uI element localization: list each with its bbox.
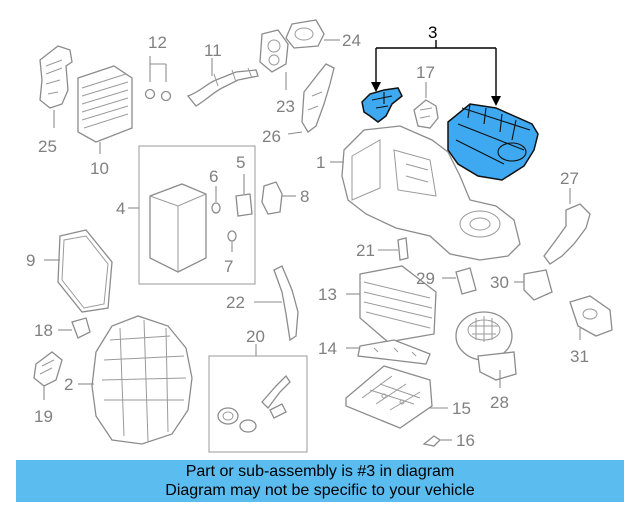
part-13[interactable] bbox=[346, 265, 437, 343]
part-4[interactable] bbox=[149, 183, 207, 273]
callout-31: 31 bbox=[570, 347, 589, 366]
part-28[interactable] bbox=[455, 311, 517, 388]
part-25[interactable] bbox=[39, 45, 73, 128]
callout-8: 8 bbox=[300, 187, 309, 206]
part-10[interactable] bbox=[77, 65, 133, 154]
callout-15: 15 bbox=[452, 399, 471, 418]
callout-28: 28 bbox=[490, 393, 509, 412]
part-3-flap[interactable] bbox=[361, 87, 403, 123]
callout-13: 13 bbox=[318, 285, 337, 304]
part-9[interactable] bbox=[44, 229, 113, 313]
part-2[interactable] bbox=[78, 315, 193, 445]
callout-14: 14 bbox=[318, 339, 337, 358]
callout-7: 7 bbox=[224, 257, 233, 276]
part-15[interactable] bbox=[345, 365, 448, 429]
part-22[interactable] bbox=[254, 265, 299, 342]
part-29[interactable] bbox=[442, 267, 477, 295]
part-17[interactable] bbox=[413, 82, 439, 129]
part-12[interactable] bbox=[144, 56, 172, 102]
callout-6: 6 bbox=[209, 167, 218, 186]
info-banner: Part or sub-assembly is #3 in diagram Di… bbox=[16, 460, 624, 502]
callout-4: 4 bbox=[116, 199, 125, 218]
part-18[interactable] bbox=[58, 317, 91, 339]
part-23[interactable] bbox=[259, 29, 289, 90]
callout-24: 24 bbox=[342, 31, 361, 50]
part-5[interactable] bbox=[235, 174, 253, 217]
callout-18: 18 bbox=[34, 321, 53, 340]
callout-29: 29 bbox=[416, 269, 435, 288]
part-27[interactable] bbox=[543, 188, 591, 265]
callout-9: 9 bbox=[26, 251, 35, 270]
banner-line-2: Diagram may not be specific to your vehi… bbox=[165, 482, 475, 499]
callout-16: 16 bbox=[456, 431, 475, 450]
callout-21: 21 bbox=[356, 241, 375, 260]
part-31[interactable] bbox=[569, 295, 613, 340]
callout-30: 30 bbox=[490, 273, 509, 292]
part-1[interactable] bbox=[330, 125, 521, 261]
callout-2: 2 bbox=[64, 375, 73, 394]
banner-line-1: Part or sub-assembly is #3 in diagram bbox=[185, 463, 455, 480]
group-box-20 bbox=[208, 355, 308, 453]
callout-19: 19 bbox=[34, 407, 53, 426]
callout-17: 17 bbox=[416, 63, 435, 82]
callout-23: 23 bbox=[276, 97, 295, 116]
callout-22: 22 bbox=[226, 293, 245, 312]
callout-20: 20 bbox=[246, 327, 265, 346]
callout-1: 1 bbox=[316, 153, 325, 172]
part-11[interactable] bbox=[186, 58, 259, 107]
callout-5: 5 bbox=[236, 153, 245, 172]
part-21[interactable] bbox=[378, 237, 409, 261]
callout-25: 25 bbox=[38, 137, 57, 156]
part-7[interactable] bbox=[227, 230, 237, 252]
part-24[interactable] bbox=[285, 19, 340, 49]
part-14[interactable] bbox=[346, 339, 431, 365]
part-16[interactable] bbox=[422, 435, 452, 447]
part-6[interactable] bbox=[211, 186, 221, 214]
part-20[interactable] bbox=[217, 374, 291, 433]
callout-11: 11 bbox=[204, 41, 222, 60]
part-3-housing[interactable] bbox=[447, 103, 539, 181]
part-19[interactable] bbox=[33, 351, 63, 400]
part-8[interactable] bbox=[261, 181, 296, 215]
part-30[interactable] bbox=[514, 269, 553, 301]
callout-26: 26 bbox=[262, 127, 281, 146]
callout-27: 27 bbox=[560, 169, 579, 188]
callout-3: 3 bbox=[428, 23, 437, 42]
part-26[interactable] bbox=[287, 63, 335, 135]
callout-10: 10 bbox=[90, 159, 109, 178]
group-box-4 bbox=[138, 145, 256, 285]
part-3-leaders bbox=[371, 40, 501, 106]
callout-12: 12 bbox=[148, 33, 167, 52]
